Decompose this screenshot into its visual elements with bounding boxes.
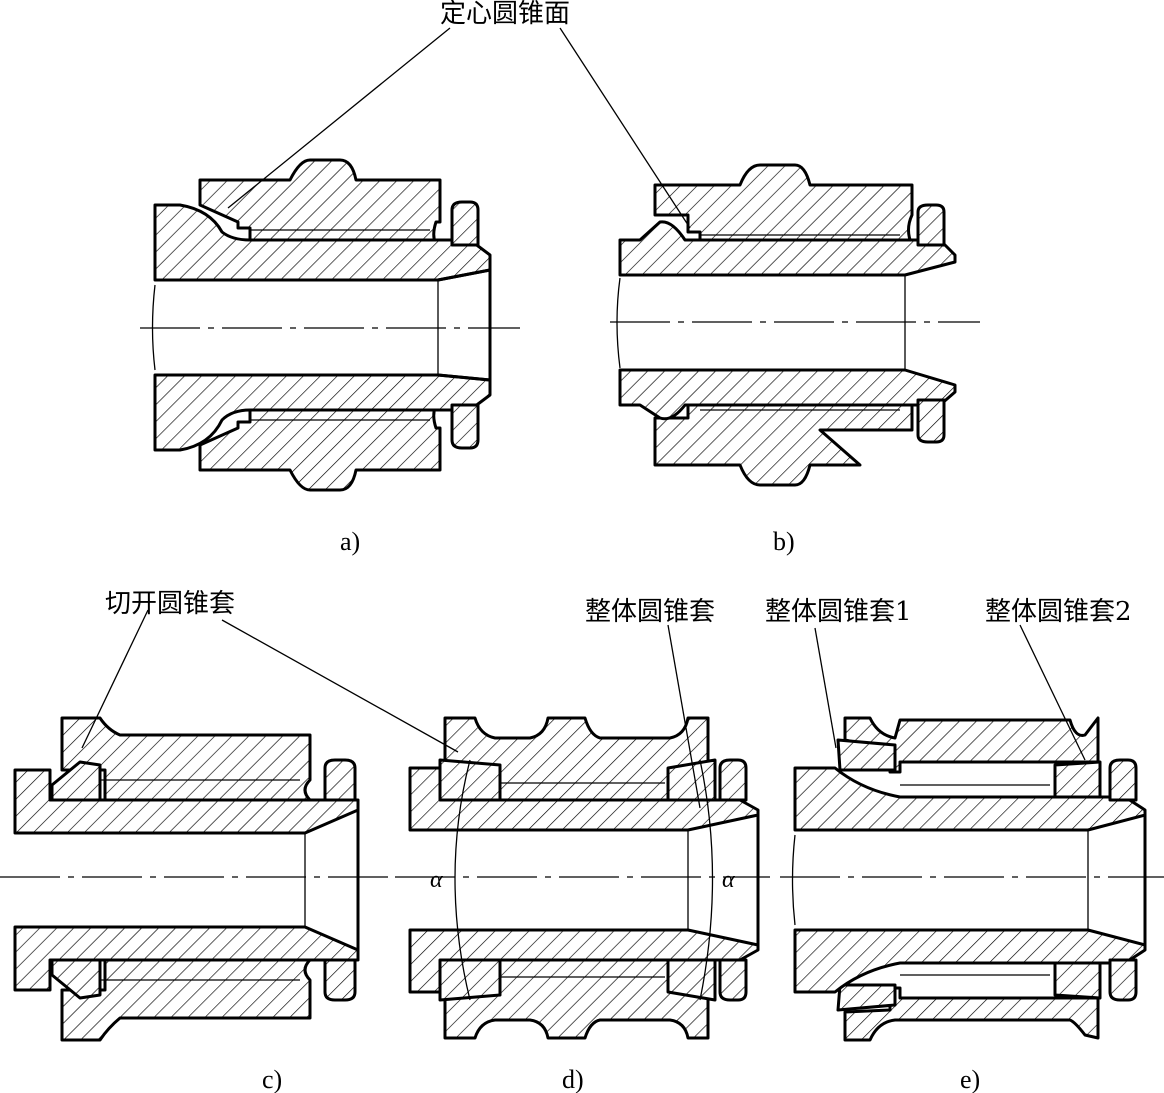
nut-b-lower bbox=[916, 398, 946, 444]
leader-lines bbox=[81, 27, 1086, 809]
figure-d: α α bbox=[395, 716, 770, 1040]
split-sleeve-c-lower bbox=[50, 958, 102, 1000]
nut-c-upper bbox=[323, 758, 357, 802]
solid-sleeve-e2-lower bbox=[1053, 958, 1102, 1000]
caption-d: d) bbox=[562, 1065, 584, 1093]
hub-d-lower bbox=[443, 958, 710, 1040]
split-sleeve-c-upper bbox=[50, 760, 102, 802]
solid-sleeve-d-upper-right bbox=[666, 758, 717, 802]
hub-e-upper bbox=[843, 716, 1100, 774]
hub-a-lower bbox=[198, 398, 442, 492]
caption-a: a) bbox=[340, 527, 360, 556]
bore-a bbox=[155, 268, 492, 382]
nut-d-lower bbox=[718, 958, 748, 1002]
nut-d-upper bbox=[718, 758, 748, 802]
shaft-d-lower bbox=[408, 928, 760, 994]
nut-e-upper bbox=[1108, 758, 1138, 802]
alpha-arc-left bbox=[454, 759, 471, 1001]
label-split-cone-sleeve: 切开圆锥套 bbox=[105, 589, 235, 619]
caption-b: b) bbox=[773, 527, 795, 556]
shaft-b-lower bbox=[618, 368, 957, 421]
label-solid-cone-sleeve: 整体圆锥套 bbox=[585, 597, 715, 627]
solid-sleeve-d-lower-right bbox=[666, 958, 717, 1002]
shaft-c-lower bbox=[13, 925, 360, 992]
alpha-label-right: α bbox=[722, 867, 735, 893]
nut-e-lower bbox=[1108, 958, 1138, 1002]
shaft-a-lower bbox=[153, 373, 492, 452]
shaft-a-upper bbox=[153, 203, 492, 282]
solid-sleeve-e1-lower bbox=[836, 983, 897, 1012]
figure-b bbox=[610, 163, 980, 487]
shaft-c-upper bbox=[13, 768, 360, 835]
shaft-b-upper bbox=[618, 220, 957, 277]
hub-a-upper bbox=[198, 158, 442, 252]
caption-c: c) bbox=[262, 1065, 282, 1093]
nut-b-upper bbox=[916, 203, 946, 247]
label-solid-cone-sleeve-2: 整体圆锥套2 bbox=[985, 597, 1132, 627]
hub-b-upper bbox=[653, 163, 914, 247]
label-centering-cone: 定心圆锥面 bbox=[440, 0, 570, 29]
solid-sleeve-e2-upper bbox=[1053, 760, 1102, 802]
figure-a bbox=[140, 158, 520, 492]
caption-e: e) bbox=[960, 1065, 980, 1093]
hub-d-upper bbox=[443, 716, 710, 802]
nut-a-lower bbox=[450, 403, 480, 450]
solid-sleeve-d-lower-left bbox=[438, 958, 502, 1002]
shaft-d-upper bbox=[408, 766, 760, 832]
label-solid-cone-sleeve-1: 整体圆锥套1 bbox=[765, 597, 912, 627]
hub-e-lower bbox=[843, 986, 1100, 1042]
nut-c-lower bbox=[323, 958, 357, 1002]
figure-c bbox=[0, 716, 395, 1042]
figure-e bbox=[780, 716, 1164, 1042]
nut-a-upper bbox=[450, 200, 480, 247]
solid-sleeve-d-upper-left bbox=[438, 758, 502, 802]
alpha-arc-right bbox=[699, 759, 714, 1001]
solid-sleeve-e1-upper bbox=[836, 738, 897, 772]
alpha-label-left: α bbox=[430, 867, 443, 893]
